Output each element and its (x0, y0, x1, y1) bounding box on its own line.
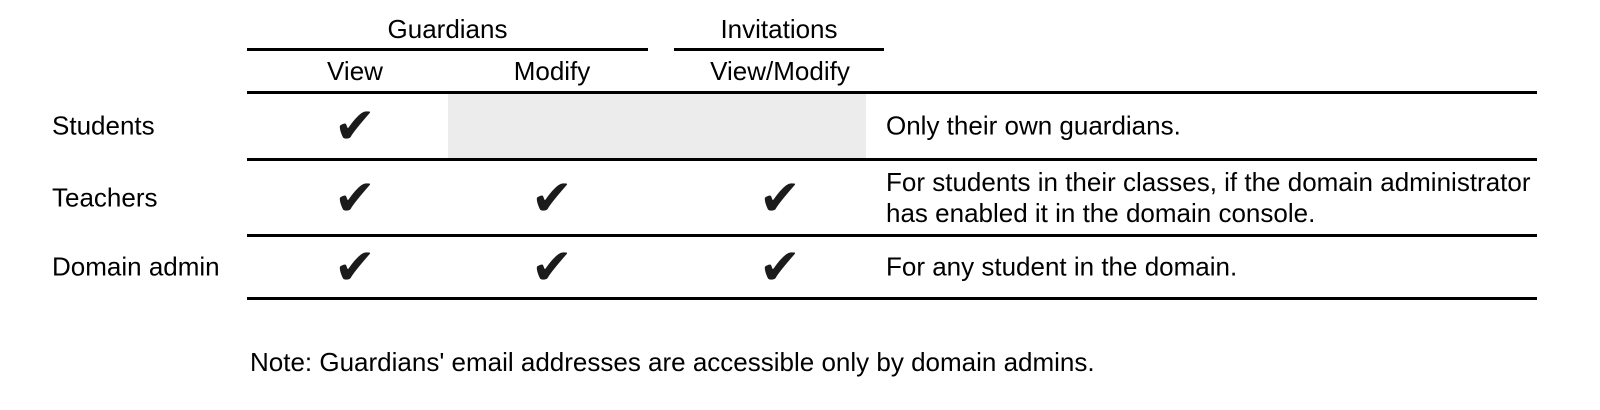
students-no-access-shaded-cell (448, 94, 866, 158)
table-row: Teachers ✔ ✔ ✔ For students in their cla… (0, 161, 1600, 234)
check-icon: ✔ (531, 168, 573, 227)
guardians-group-header: Guardians (387, 14, 508, 44)
column-header-modify: Modify (513, 56, 591, 86)
row-label-teachers: Teachers (52, 182, 158, 212)
row-note-students: Only their own guardians. (886, 110, 1181, 141)
check-icon: ✔ (531, 238, 573, 296)
column-header-view: View (327, 56, 383, 86)
table-top-rule (247, 91, 1537, 94)
column-header-view-modify: View/Modify (710, 56, 850, 86)
guardians-group-underline (247, 48, 648, 51)
check-icon: ✔ (334, 97, 376, 155)
check-icon: ✔ (334, 168, 376, 227)
table-row: Domain admin ✔ ✔ ✔ For any student in th… (0, 237, 1600, 297)
invitations-group-underline (674, 48, 884, 51)
table-bottom-rule (247, 297, 1537, 300)
check-icon: ✔ (759, 238, 801, 296)
students-row-rule (247, 158, 1537, 161)
row-label-students: Students (52, 110, 155, 141)
check-icon: ✔ (759, 168, 801, 227)
row-label-domain-admin: Domain admin (52, 251, 220, 282)
check-icon: ✔ (334, 238, 376, 296)
invitations-group-header: Invitations (720, 14, 838, 44)
footnote: Note: Guardians' email addresses are acc… (250, 347, 1095, 377)
teachers-row-rule (247, 234, 1537, 237)
row-note-teachers: For students in their classes, if the do… (886, 166, 1531, 228)
row-note-domain-admin: For any student in the domain. (886, 251, 1238, 282)
table-row: Students ✔ Only their own guardians. (0, 94, 1600, 158)
